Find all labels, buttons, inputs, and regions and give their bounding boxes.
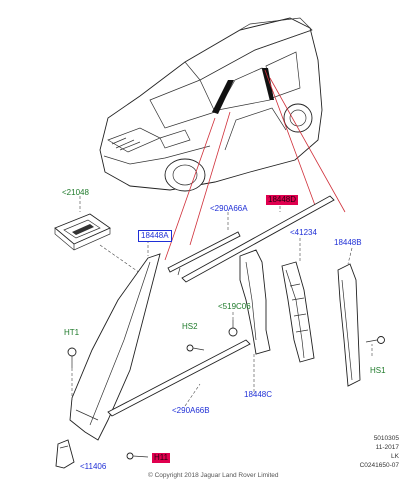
fastener-h1 — [126, 452, 149, 460]
fastener-519c06 — [228, 320, 238, 337]
fastener-hs1 — [365, 336, 385, 344]
callout-41234[interactable]: <41234 — [290, 228, 317, 237]
part-290A66B-seal — [107, 339, 251, 417]
callout-290A66A[interactable]: <290A66A — [210, 204, 248, 213]
part-11406-clip — [55, 439, 75, 469]
copyright-text: © Copyright 2018 Jaguar Land Rover Limit… — [148, 472, 279, 479]
fastener-ht1 — [67, 347, 77, 400]
callout-18448A[interactable]: 18448A — [138, 230, 172, 242]
part-18448B-c-pillar-trim — [337, 263, 361, 387]
part-18448D-finisher — [181, 195, 335, 283]
code-line-4: C0241650-07 — [359, 462, 399, 469]
vehicle-illustration — [99, 17, 323, 192]
callout-11406[interactable]: <11406 — [80, 462, 107, 471]
part-18448C-b-pillar-trim — [239, 249, 271, 355]
callout-18448C[interactable]: 18448C — [244, 390, 273, 399]
code-line-1: 5010305 — [373, 435, 399, 442]
diagram-code-block: 5010305 11-2017 LK C0241650-07 — [360, 434, 399, 470]
callout-H1[interactable]: H11 — [152, 453, 171, 463]
callout-HS1[interactable]: HS1 — [370, 366, 386, 375]
part-290A66A-seal — [167, 231, 241, 276]
callout-519C06[interactable]: <519C06 — [218, 302, 251, 311]
code-line-3: LK — [391, 453, 399, 460]
part-41234-bracket — [281, 261, 315, 363]
callout-HS2[interactable]: HS2 — [182, 322, 198, 331]
callout-18448D[interactable]: 18448D — [266, 195, 299, 205]
callout-21048[interactable]: <21048 — [62, 188, 89, 197]
part-18448A-a-pillar-trim — [69, 253, 161, 441]
callout-290A66B[interactable]: <290A66B — [172, 406, 210, 415]
part-21048-clip-box — [54, 213, 111, 251]
callout-HT1[interactable]: HT1 — [64, 328, 80, 337]
code-line-2: 11-2017 — [375, 444, 399, 451]
fastener-hs2 — [186, 344, 205, 352]
callout-18448B[interactable]: 18448B — [334, 238, 362, 247]
